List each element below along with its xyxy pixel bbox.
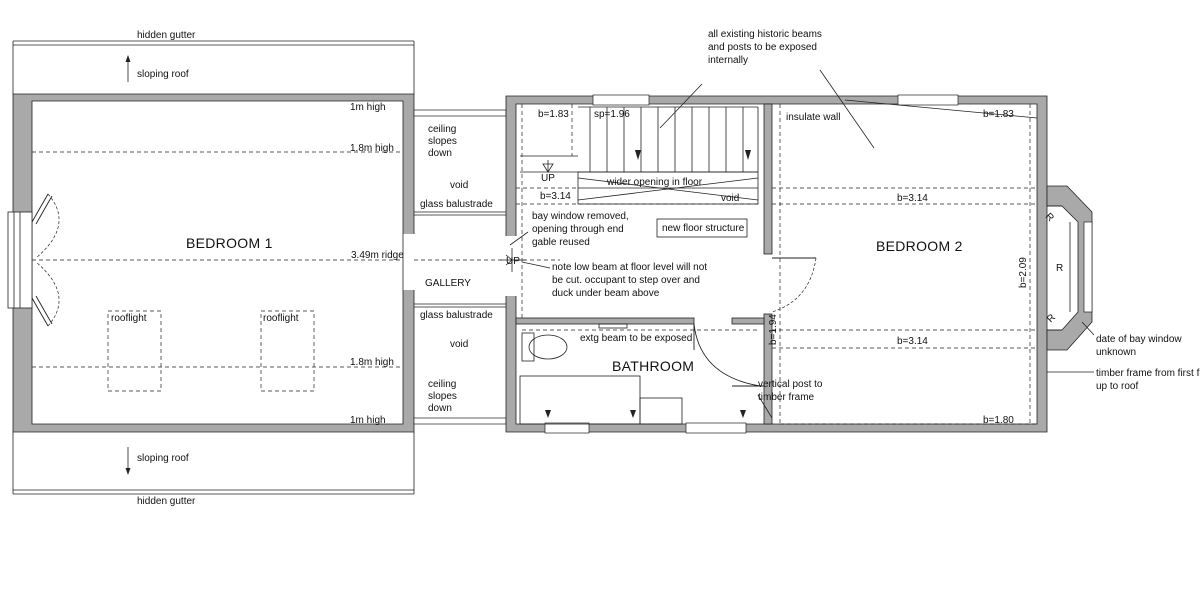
b1-1m-high-top-label: 1m high [350, 102, 386, 113]
bay-removed-label: bay window removed, opening through end … [532, 211, 632, 248]
glass-balustrade-top-label: glass balustrade [420, 199, 493, 210]
gallery-up-arrow [500, 248, 526, 272]
b1-1m-high-bottom-label: 1m high [350, 415, 386, 426]
timber-frame-label: timber frame from first flo up to roof [1096, 368, 1200, 392]
void-bottom-label: void [450, 339, 468, 350]
void-top-label: void [450, 180, 468, 191]
hidden-gutter-bottom-label: hidden gutter [137, 496, 196, 507]
bathroom-door [693, 323, 764, 387]
stair-void-label: void [721, 193, 739, 204]
partition-b-label: b=1.94 [768, 314, 779, 345]
b2-top-right-label: b=1.83 [983, 109, 1014, 120]
b1-1-8m-high-top-label: 1.8m high [350, 143, 394, 154]
stair-b-label: b=1.83 [538, 109, 569, 120]
bedroom-1-label: BEDROOM 1 [186, 235, 273, 251]
casement-window [31, 193, 60, 327]
bathroom-fittings [519, 323, 746, 425]
rooflight-right-label: rooflight [263, 313, 299, 324]
b2-side-label: b=2.09 [1018, 257, 1029, 288]
bedroom-2-door [771, 257, 817, 313]
date-bay-label: date of bay window unknown [1096, 334, 1184, 358]
rooflight-right [260, 310, 315, 392]
top-slope-arrow [125, 55, 131, 82]
bottom-roof-band [12, 432, 415, 495]
new-floor-label: new floor structure [662, 223, 745, 234]
hidden-gutter-top-label: hidden gutter [137, 30, 196, 41]
sloping-roof-bottom-label: sloping roof [137, 453, 189, 464]
new-floor-box [656, 218, 748, 238]
insulate-wall-label: insulate wall [786, 112, 840, 123]
ceiling-slopes-top-label: ceiling slopes down [428, 124, 460, 159]
historic-beams-label: all existing historic beams and posts to… [708, 29, 825, 66]
bathroom-label: BATHROOM [612, 358, 694, 374]
top-roof-band [12, 40, 415, 94]
sloping-roof-top-label: sloping roof [137, 69, 189, 80]
b2-bottom-right-label: b=1.80 [983, 415, 1014, 426]
bay-window [1046, 185, 1093, 351]
gallery-up-label: UP [506, 256, 520, 267]
low-beam-label: note low beam at floor level will not be… [552, 262, 710, 299]
bay-r-label-2: R [1056, 263, 1063, 274]
ceiling-slopes-bottom-label: ceiling slopes down [428, 379, 460, 414]
stair-void-opening [516, 171, 759, 205]
extg-beam-label: extg beam to be exposed [580, 333, 692, 344]
b1-ridge-label: 3.49m ridge [351, 250, 404, 261]
rooflight-left [107, 310, 162, 392]
centre-walls [504, 94, 1048, 434]
annotation-leaders [509, 69, 1095, 419]
stair-b2-label: b=3.14 [540, 191, 571, 202]
stair-up-label: UP [541, 173, 555, 184]
b1-1-8m-high-bottom-label: 1.8m high [350, 357, 394, 368]
b2-lower-label: b=3.14 [897, 336, 928, 347]
bottom-slope-arrow [125, 447, 131, 475]
bedroom-2-label: BEDROOM 2 [876, 238, 963, 254]
vertical-post-label: vertical post to timber frame [758, 379, 825, 403]
glass-balustrade-bottom-label: glass balustrade [420, 310, 493, 321]
bedroom-1-height-lines [32, 151, 403, 368]
b2-upper-label: b=3.14 [897, 193, 928, 204]
wider-opening-label: wider opening in floor [606, 177, 703, 188]
stair-sp-label: sp=1.96 [594, 109, 630, 120]
bedroom-2-lines [772, 99, 1038, 425]
rooflight-left-label: rooflight [111, 313, 147, 324]
gallery-label: GALLERY [425, 278, 471, 289]
